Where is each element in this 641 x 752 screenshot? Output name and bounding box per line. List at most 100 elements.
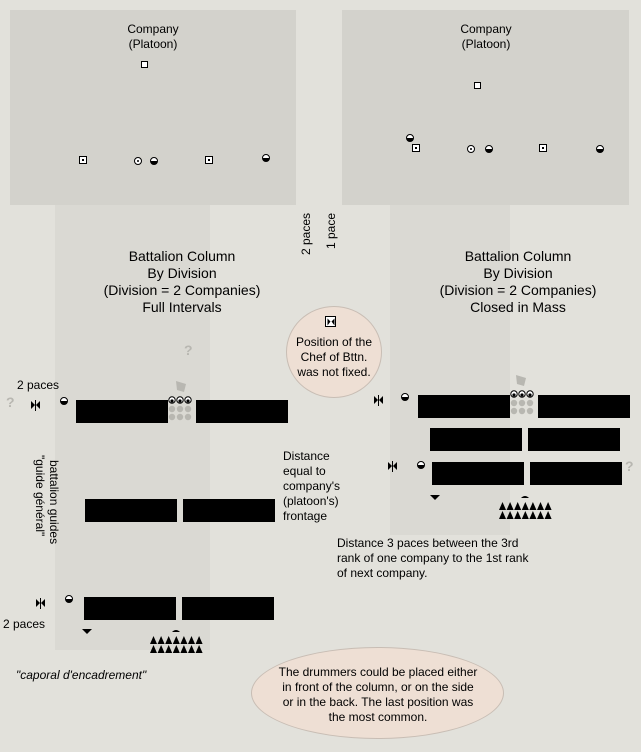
chef-icon xyxy=(325,316,336,327)
soldier-dot xyxy=(536,125,542,131)
soldier-dot xyxy=(491,125,498,131)
drummer-icon xyxy=(172,636,180,644)
drummer-icon xyxy=(499,511,506,519)
drummer-icon xyxy=(499,502,506,510)
company-block xyxy=(76,400,168,423)
soldier-dot xyxy=(57,125,64,131)
soldier-dot xyxy=(50,97,56,103)
drummer-icon xyxy=(506,502,514,510)
soldier-dot xyxy=(195,97,202,103)
soldier-dot xyxy=(420,97,427,103)
flag-icon xyxy=(350,87,359,101)
soldier-dot xyxy=(413,111,419,117)
drummer-icon xyxy=(188,636,195,644)
soldier-dot xyxy=(254,97,261,103)
soldier-dot xyxy=(521,97,527,103)
soldier-dot xyxy=(117,111,123,117)
soldier-dot xyxy=(80,111,86,117)
top-right-panel xyxy=(342,10,629,205)
soldier-dot xyxy=(442,97,449,103)
soldier-dot xyxy=(550,111,557,117)
soldier-dot xyxy=(558,111,564,117)
guard-icon xyxy=(528,393,532,397)
soldier-dot xyxy=(72,125,79,131)
soldier-dot xyxy=(173,97,179,103)
corporal-mark xyxy=(596,98,602,102)
soldier-dot xyxy=(383,111,390,117)
flag-icon xyxy=(608,87,617,101)
question-mark-icon: ? xyxy=(625,458,634,474)
guard-icon xyxy=(184,413,192,421)
officer-square-icon xyxy=(412,144,420,152)
guard-icon xyxy=(512,393,516,397)
soldier-dot xyxy=(225,97,231,103)
soldier-dot xyxy=(543,125,549,131)
soldier-dot xyxy=(180,125,187,131)
sergeant-icon xyxy=(596,145,604,153)
drummer-icon xyxy=(521,511,529,519)
sergeant-icon xyxy=(262,154,270,162)
soldier-dot xyxy=(188,111,194,117)
corporal-mark xyxy=(140,126,146,130)
drummer-icon xyxy=(506,511,514,519)
soldier-dot xyxy=(536,111,542,117)
soldier-dot xyxy=(361,97,367,103)
soldier-dot xyxy=(109,97,116,103)
soldier-dot xyxy=(225,111,231,117)
soldier-dot xyxy=(94,111,101,117)
distance-note: Distance equal to company's (platoon's) … xyxy=(283,449,340,523)
soldier-dot xyxy=(450,97,456,103)
guard-icon xyxy=(168,405,176,413)
soldier-dot xyxy=(43,97,49,103)
soldier-dot xyxy=(254,111,261,117)
guard-icon xyxy=(526,399,534,407)
soldier-dot xyxy=(506,111,512,117)
battalion-guides-label: battalion guides xyxy=(47,460,61,544)
corporal-mark xyxy=(596,112,602,116)
soldier-dot xyxy=(65,97,71,103)
soldier-dot xyxy=(491,97,498,103)
soldier-dot xyxy=(435,125,441,131)
caporal-label: "caporal d'encadrement" xyxy=(16,668,147,682)
soldier-dot xyxy=(80,97,86,103)
soldier-ranks xyxy=(356,97,602,131)
chef-callout-text: Position of the Chef of Bttn. was not fi… xyxy=(295,335,373,379)
guide-icon xyxy=(65,595,73,603)
soldier-dot xyxy=(457,125,464,131)
soldier-dot xyxy=(158,97,165,103)
soldier-dot xyxy=(550,97,557,103)
guard-icon xyxy=(170,399,174,403)
drummer-icon xyxy=(467,145,475,153)
soldier-dot xyxy=(528,97,535,103)
guard-icon xyxy=(176,413,184,421)
soldier-dot xyxy=(484,125,490,131)
top-left-title: Company (Platoon) xyxy=(103,22,203,52)
soldier-dot xyxy=(528,111,535,117)
guard-icon xyxy=(168,413,176,421)
soldier-dot xyxy=(166,111,172,117)
company-block xyxy=(530,462,622,485)
soldier-dot xyxy=(173,125,179,131)
soldier-dot xyxy=(203,125,209,131)
soldier-dot xyxy=(65,125,71,131)
distance-3-note: Distance 3 paces between the 3rd rank of… xyxy=(337,536,529,580)
sergeant-icon xyxy=(406,134,414,142)
soldier-dot xyxy=(390,125,397,131)
chef-icon xyxy=(30,400,41,411)
guard-icon xyxy=(510,407,518,415)
guard-icon xyxy=(176,405,184,413)
corporal-mark xyxy=(23,98,29,102)
soldier-dot xyxy=(587,125,594,131)
question-mark-icon: ? xyxy=(6,394,15,410)
soldier-dot xyxy=(573,97,579,103)
soldier-dot xyxy=(413,97,419,103)
soldier-dot xyxy=(225,125,231,131)
caporal-icon xyxy=(82,629,92,634)
soldier-dot xyxy=(65,111,71,117)
flag-icon xyxy=(275,87,284,101)
soldier-dot xyxy=(109,125,116,131)
soldier-dot xyxy=(28,125,34,131)
company-block xyxy=(430,428,522,451)
soldier-dot xyxy=(390,111,397,117)
soldier-dot xyxy=(124,125,130,131)
